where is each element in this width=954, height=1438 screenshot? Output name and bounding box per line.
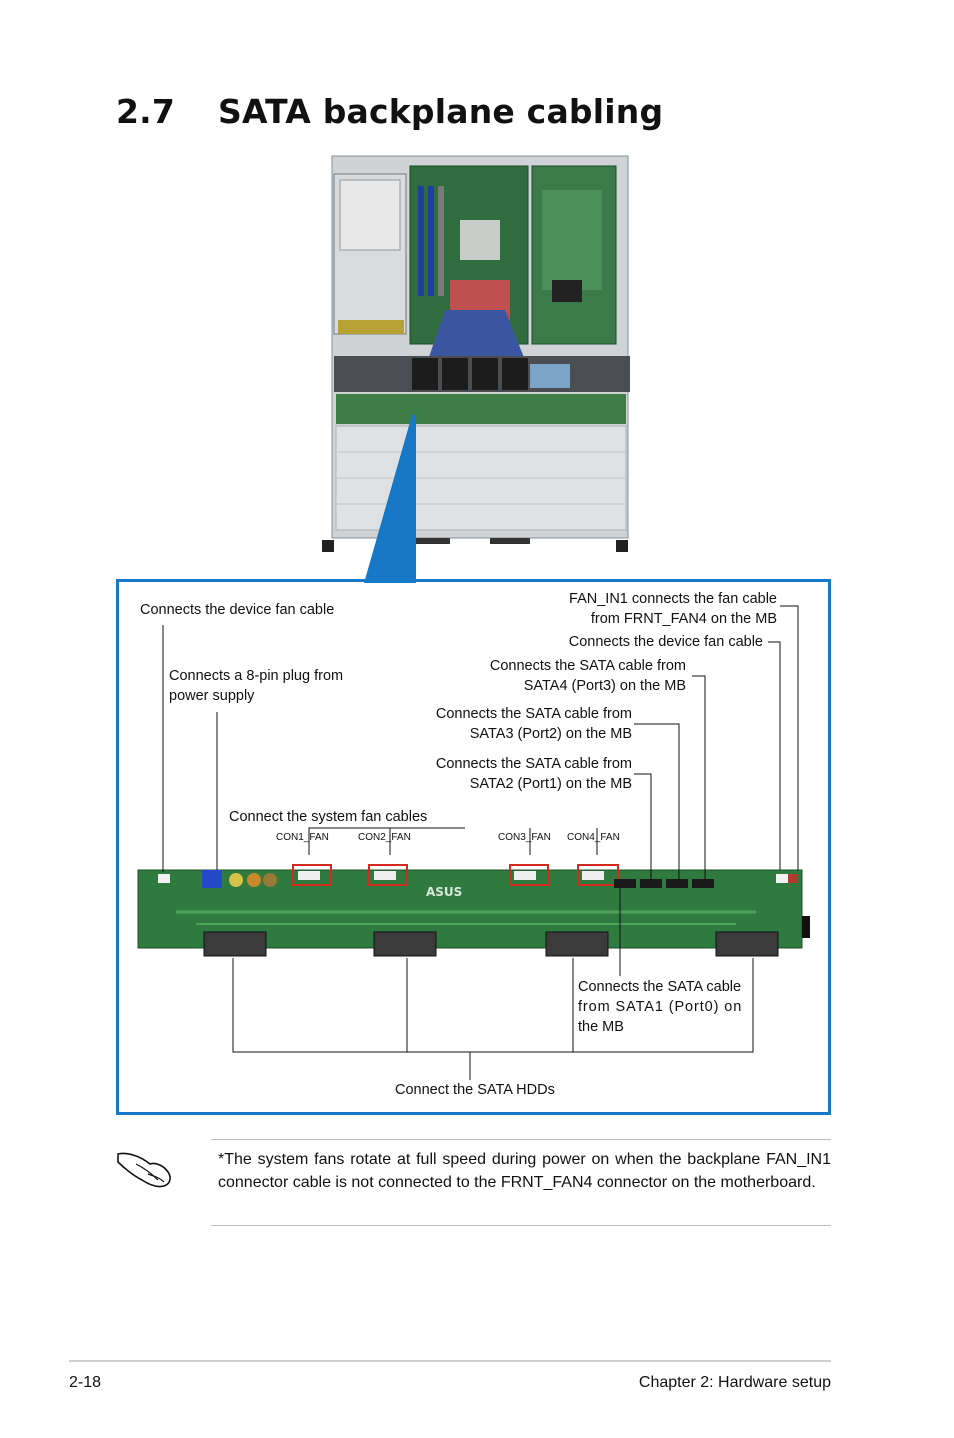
- section-heading: 2.7 SATA backplane cabling: [116, 92, 663, 131]
- callout-power-plug-line1: Connects a 8-pin plug from: [169, 668, 344, 684]
- callout-sata4-line1: Connects the SATA cable from: [489, 658, 686, 674]
- callout-sata2-line1: Connects the SATA cable from: [435, 756, 632, 772]
- sata3-port: [666, 879, 688, 888]
- label-con2-fan: CON2_FAN: [358, 832, 411, 843]
- note-text: *The system fans rotate at full speed du…: [218, 1151, 831, 1191]
- callout-sata-hdds: Connect the SATA HDDs: [395, 1082, 555, 1098]
- label-con4-fan: CON4_FAN: [567, 832, 620, 843]
- backplane-detail-box: [116, 579, 831, 1115]
- hand-pointer-icon: [117, 1152, 171, 1188]
- server-chassis-photo: [322, 155, 630, 552]
- callout-sata3-line1: Connects the SATA cable from: [435, 706, 632, 722]
- sata4-port: [692, 879, 714, 888]
- note-top-rule: [211, 1139, 831, 1140]
- callout-fan-in1-line2: from FRNT_FAN4 on the MB: [590, 611, 777, 627]
- callout-sata2-line2: SATA2 (Port1) on the MB: [469, 776, 632, 792]
- footer-rule: [69, 1360, 831, 1362]
- label-con3-fan: CON3_FAN: [498, 832, 551, 843]
- hdd-connector-3: [545, 931, 609, 957]
- callout-device-fan-right: Connects the device fan cable: [568, 634, 763, 650]
- hdd-connector-2: [373, 931, 437, 957]
- hdd-connector-1: [203, 931, 267, 957]
- callout-sata1-line2: from SATA1 (Port0) on: [578, 999, 743, 1015]
- zoom-pointer: [364, 415, 416, 583]
- con4-fan-highlight: [577, 864, 619, 886]
- section-number: 2.7: [116, 92, 176, 131]
- callout-device-fan-left: Connects the device fan cable: [140, 602, 335, 618]
- power-connector: [202, 870, 222, 888]
- con3-fan-highlight: [509, 864, 549, 886]
- label-con1-fan: CON1_FAN: [276, 832, 329, 843]
- sata-backplane-board: ASUS: [137, 864, 810, 957]
- callout-sata1-line3: the MB: [578, 1019, 624, 1035]
- fan-in1-connector: [788, 874, 798, 883]
- callout-sata4-line2: SATA4 (Port3) on the MB: [523, 678, 686, 694]
- chapter-title: Chapter 2: Hardware setup: [638, 1374, 831, 1391]
- hdd-connector-4: [715, 931, 779, 957]
- callout-system-fans: Connect the system fan cables: [229, 809, 428, 825]
- callout-power-plug-line2: power supply: [169, 688, 255, 704]
- sata2-port: [640, 879, 662, 888]
- callout-sata3-line2: SATA3 (Port2) on the MB: [469, 726, 632, 742]
- page-number: 2-18: [69, 1374, 102, 1391]
- con1-fan-highlight: [292, 864, 332, 886]
- con2-fan-highlight: [368, 864, 408, 886]
- sata1-port: [614, 879, 636, 888]
- callout-sata1-line1: Connects the SATA cable: [578, 979, 742, 995]
- device-fan-connector-left: [158, 874, 170, 883]
- callout-fan-in1-line1: FAN_IN1 connects the fan cable: [569, 591, 777, 607]
- section-title: SATA backplane cabling: [218, 92, 664, 131]
- note-bottom-rule: [211, 1225, 831, 1226]
- board-brand-logo: ASUS: [426, 885, 462, 899]
- device-fan-connector-right: [776, 874, 788, 883]
